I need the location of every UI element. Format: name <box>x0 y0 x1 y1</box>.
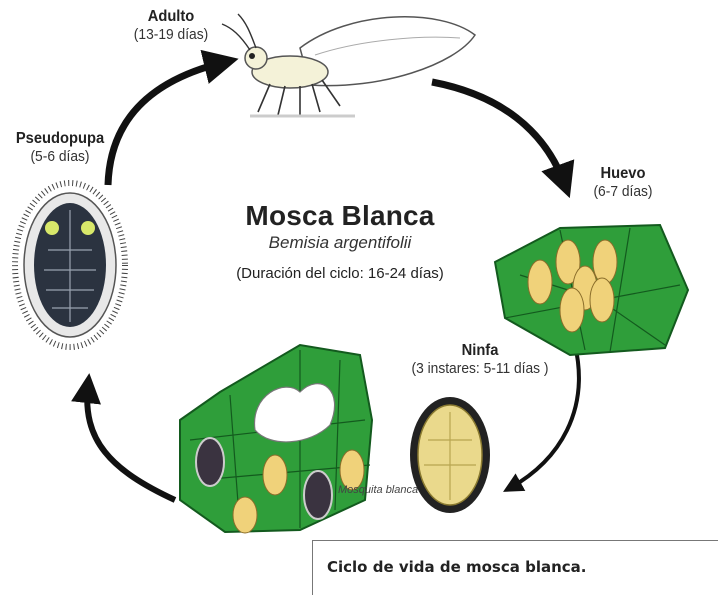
figure-caption-box: Ciclo de vida de mosca blanca. <box>312 540 718 595</box>
stage-duration-nymph: (3 instares: 5-11 días ) <box>383 360 576 377</box>
figure-caption: Ciclo de vida de mosca blanca. <box>327 558 586 576</box>
stage-label-nymph: Ninfa (3 instares: 5-11 días ) <box>375 342 585 378</box>
leaf-with-nymphs-icon <box>180 345 372 533</box>
arrow-pupa-to-adult <box>108 62 225 185</box>
adult-whitefly-icon <box>222 14 475 116</box>
adult-image-label: Mosquita blanca <box>338 484 418 496</box>
stage-label-adult: Adulto (13-19 días) <box>106 8 236 44</box>
stage-name-pseudopupa: Pseudopupa <box>5 130 115 148</box>
arrow-adult-to-egg <box>432 82 565 185</box>
stage-duration-egg: (6-7 días) <box>572 183 673 200</box>
stage-duration-pseudopupa: (5-6 días) <box>5 148 115 165</box>
stage-name-nymph: Ninfa <box>383 342 576 360</box>
nymph-icon <box>410 397 490 513</box>
stage-label-egg: Huevo (6-7 días) <box>568 165 678 201</box>
stage-duration-adult: (13-19 días) <box>111 26 231 43</box>
egg-leaf-icon <box>495 225 688 355</box>
pseudopupa-icon <box>15 183 125 347</box>
stage-name-adult: Adulto <box>111 8 231 26</box>
arrow-leaf-to-pupa <box>87 385 175 500</box>
scientific-name: Bemisia argentifolii <box>200 233 480 253</box>
stage-label-pseudopupa: Pseudopupa (5-6 días) <box>0 130 120 166</box>
stage-name-egg: Huevo <box>572 165 673 183</box>
diagram-title: Mosca Blanca <box>200 200 480 232</box>
cycle-duration: (Duración del ciclo: 16-24 días) <box>200 265 480 282</box>
diagram-title-block: Mosca Blanca Bemisia argentifolii (Durac… <box>200 200 480 282</box>
